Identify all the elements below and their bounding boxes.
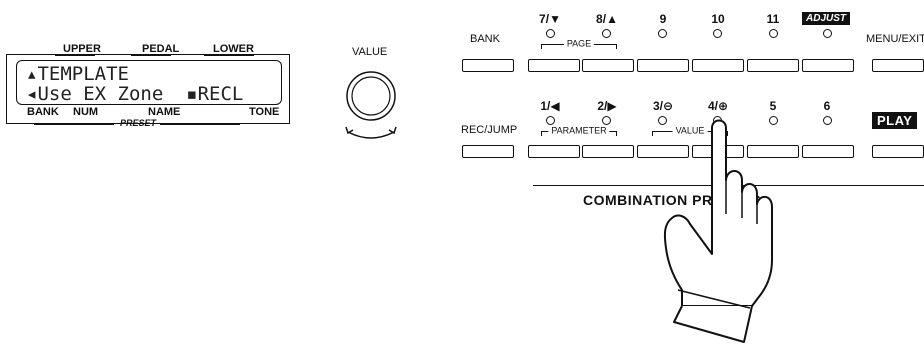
led-6 [823,116,832,125]
lcd-label-name: NAME [148,106,180,118]
led-11 [769,29,778,38]
combination-button-7[interactable] [528,59,580,72]
page-group-label: PAGE [564,39,594,49]
led-10 [713,29,722,38]
led-7 [546,29,555,38]
menu-exit-button-label: MENU/EXIT [866,33,924,45]
button-8-label: 8/▲ [596,12,618,26]
button-5-label: 5 [770,99,777,113]
lcd-label-tone: TONE [249,106,279,118]
adjust-button[interactable] [802,59,854,72]
button-2-label: 2/▶ [597,99,616,113]
value-knob[interactable] [338,64,404,144]
menu-exit-button[interactable] [872,59,924,72]
combination-button-1[interactable] [528,145,580,158]
lcd-label-num: NUM [73,106,98,118]
button-11-label: 11 [767,12,780,26]
lcd-line-1: ▴TEMPLATE [26,64,129,84]
adjust-label: ADJUST [802,12,850,25]
combination-button-8[interactable] [582,59,634,72]
play-button-label: PLAY [872,112,917,129]
bank-button-label: BANK [470,33,500,45]
combination-button-2[interactable] [582,145,634,158]
combination-button-10[interactable] [692,59,744,72]
combination-button-9[interactable] [637,59,689,72]
button-7-label: 7/▼ [539,12,561,26]
led-2 [602,116,611,125]
led-adjust [823,29,832,38]
lcd-line-2: ◂Use EX Zone ▪RECL [26,84,243,104]
button-10-label: 10 [711,12,724,26]
parameter-group-label: PARAMETER [548,126,609,136]
button-3-label: 3/⊖ [653,99,673,113]
button-6-label: 6 [824,99,831,113]
value-knob-label: VALUE [352,46,387,58]
button-9-label: 9 [660,12,667,26]
lcd-label-preset: PRESET [120,118,156,128]
bank-button[interactable] [462,59,514,72]
led-9 [658,29,667,38]
rec-jump-button[interactable] [462,145,514,158]
combination-button-6[interactable] [802,145,854,158]
rec-jump-button-label: REC/JUMP [461,124,517,136]
button-1-label: 1/◀ [540,99,559,113]
combination-button-11[interactable] [747,59,799,72]
play-button[interactable] [872,145,924,158]
led-1 [546,116,555,125]
button-4-label: 4/⊕ [708,99,728,113]
led-8 [602,29,611,38]
lcd-label-bank: BANK [27,106,59,118]
pointing-hand-icon [660,114,800,345]
